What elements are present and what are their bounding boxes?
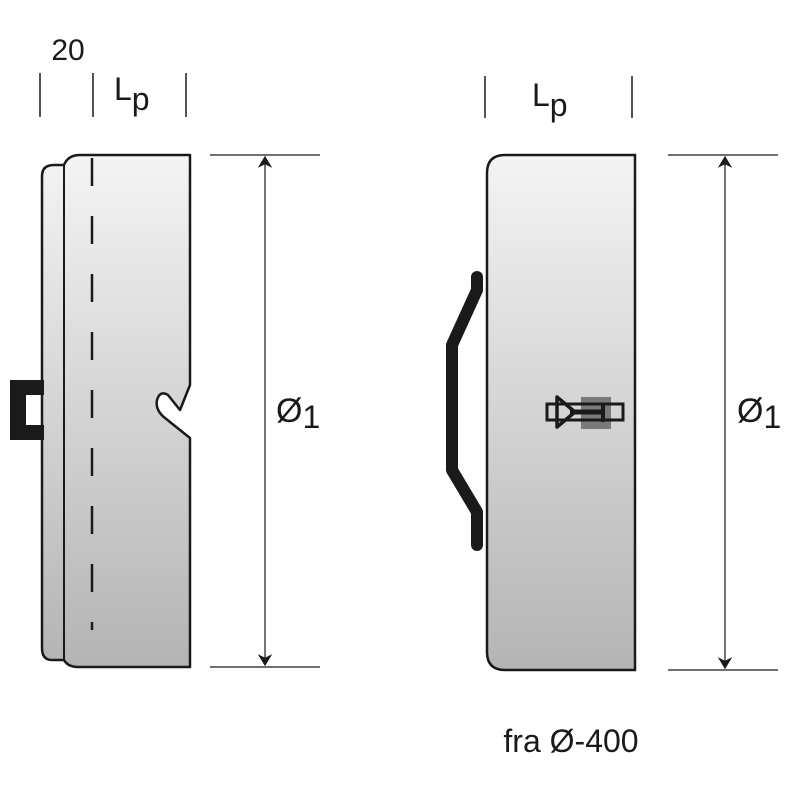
width-dimension-ticks	[39, 73, 187, 117]
left-view: 20 Lp Ø1	[10, 34, 320, 669]
right-view: Lp Ø1 fra Ø-400	[446, 76, 781, 759]
bolt-icon	[545, 395, 625, 429]
dim-lp-main-right: L	[532, 77, 550, 113]
diameter-dimension	[210, 154, 320, 668]
diameter-label-right: Ø1	[737, 392, 781, 435]
pipe-body-right	[485, 153, 637, 672]
length-dimension-ticks	[484, 76, 633, 118]
dim-lp-label-right: Lp	[532, 77, 568, 123]
dim-lp-label: Lp	[114, 71, 150, 117]
diameter-dimension-right	[668, 154, 778, 671]
caption: fra Ø-400	[503, 723, 638, 759]
diameter-main-right: Ø	[737, 392, 763, 430]
diameter-main: Ø	[276, 392, 302, 430]
dim-lp-sub-right: p	[550, 87, 568, 123]
clip-bracket	[10, 380, 44, 440]
handle	[446, 271, 483, 551]
dim-lp-main: L	[114, 71, 132, 107]
dim-20-label: 20	[51, 34, 84, 67]
diameter-sub: 1	[302, 399, 320, 435]
pipe-body	[40, 153, 192, 669]
diameter-sub-right: 1	[763, 399, 781, 435]
diameter-label: Ø1	[276, 392, 320, 435]
dim-lp-sub: p	[132, 81, 150, 117]
